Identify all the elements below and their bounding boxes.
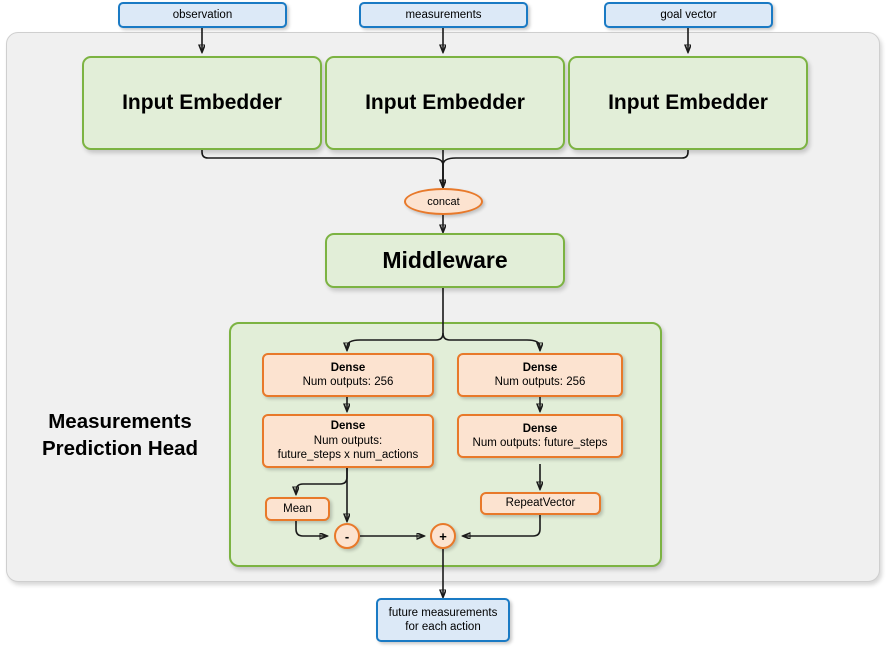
input-embedder-1[interactable]: Input Embedder xyxy=(82,56,322,150)
right-dense-1-title: Dense xyxy=(522,361,558,374)
right-dense-2-outputs: Num outputs: future_steps xyxy=(472,437,608,449)
output-box-line1: future measurements xyxy=(388,607,498,619)
add-operator[interactable]: + xyxy=(430,523,456,549)
input-box-measurements[interactable]: measurements xyxy=(359,2,528,28)
right-dense-1-outputs: Num outputs: 256 xyxy=(494,376,586,388)
left-dense-1[interactable]: Dense Num outputs: 256 xyxy=(262,353,434,397)
repeat-vector-label: RepeatVector xyxy=(505,497,576,510)
mean-label: Mean xyxy=(283,502,312,515)
left-dense-2[interactable]: Dense Num outputs: future_steps x num_ac… xyxy=(262,414,434,468)
mean-node[interactable]: Mean xyxy=(265,497,330,521)
output-box-future-measurements[interactable]: future measurements for each action xyxy=(376,598,510,642)
input-embedder-2-label: Input Embedder xyxy=(365,91,525,114)
concat-label: concat xyxy=(427,195,460,208)
subtract-operator-symbol: - xyxy=(344,528,350,544)
middleware-node[interactable]: Middleware xyxy=(325,233,565,288)
left-dense-2-title: Dense xyxy=(330,420,366,433)
middleware-label: Middleware xyxy=(382,247,508,273)
add-operator-symbol: + xyxy=(439,528,447,544)
left-dense-1-title: Dense xyxy=(330,361,366,374)
subtract-operator[interactable]: - xyxy=(334,523,360,549)
input-embedder-3[interactable]: Input Embedder xyxy=(568,56,808,150)
right-dense-2-title: Dense xyxy=(522,422,558,435)
prediction-head-title-line2: Prediction Head xyxy=(41,437,199,460)
right-dense-1[interactable]: Dense Num outputs: 256 xyxy=(457,353,623,397)
right-dense-2[interactable]: Dense Num outputs: future_steps xyxy=(457,414,623,458)
input-embedder-1-label: Input Embedder xyxy=(122,91,282,114)
left-dense-1-outputs: Num outputs: 256 xyxy=(302,376,394,388)
repeat-vector-node[interactable]: RepeatVector xyxy=(480,492,601,515)
input-embedder-3-label: Input Embedder xyxy=(608,91,768,114)
prediction-head-title-line1: Measurements xyxy=(48,410,192,433)
prediction-head-title: Measurements Prediction Head xyxy=(20,408,220,462)
input-box-measurements-label: measurements xyxy=(405,9,482,21)
output-box-line2: for each action xyxy=(405,621,481,633)
left-dense-2-outputs-label: Num outputs: xyxy=(313,434,383,447)
input-box-goal-vector-label: goal vector xyxy=(660,9,717,21)
concat-node[interactable]: concat xyxy=(404,188,483,215)
left-dense-2-outputs-value: future_steps x num_actions xyxy=(277,449,419,462)
input-box-observation-label: observation xyxy=(172,9,233,21)
input-box-observation[interactable]: observation xyxy=(118,2,287,28)
input-box-goal-vector[interactable]: goal vector xyxy=(604,2,773,28)
input-embedder-2[interactable]: Input Embedder xyxy=(325,56,565,150)
